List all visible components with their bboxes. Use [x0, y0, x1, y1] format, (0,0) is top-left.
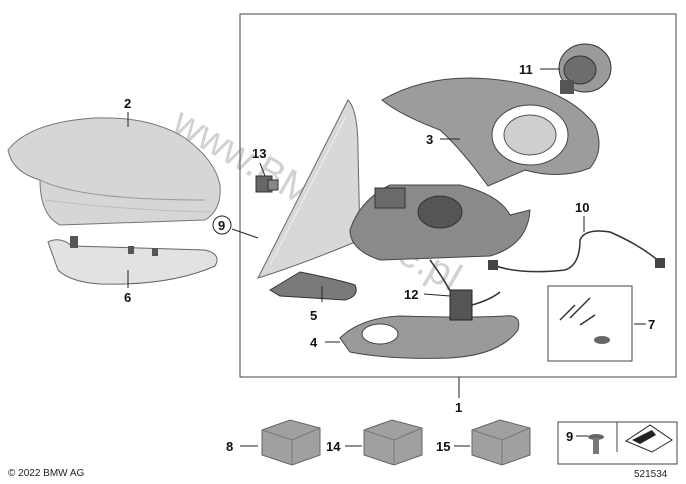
box-part-8	[261, 419, 321, 466]
callout-12: 12	[404, 287, 418, 302]
copyright-text: © 2022 BMW AG	[8, 468, 85, 479]
callout-4: 4	[310, 335, 318, 350]
box-part-14	[363, 419, 423, 466]
connector-part	[255, 175, 279, 193]
callout-9-hardware: 9	[566, 429, 573, 444]
callout-9: 9	[218, 218, 225, 233]
mirror-base-part	[349, 184, 531, 261]
screw-part	[588, 434, 604, 454]
motor-part	[558, 43, 612, 94]
callout-9-circle	[212, 215, 232, 235]
lower-trim-part	[339, 315, 520, 359]
bottom-cover-part	[269, 271, 357, 301]
callout-15: 15	[436, 439, 450, 454]
callout-14: 14	[326, 439, 341, 454]
turn-signal-part	[47, 236, 218, 285]
clips-part	[559, 297, 610, 344]
callout-10: 10	[575, 200, 589, 215]
callout-7: 7	[648, 317, 655, 332]
callout-8: 8	[226, 439, 233, 454]
assembly-frame	[239, 13, 677, 378]
callout-6: 6	[124, 290, 131, 305]
arrow-icon	[624, 424, 673, 453]
callout-3: 3	[426, 132, 433, 147]
mirror-cap-part	[7, 117, 221, 226]
wiring-harness-part	[429, 259, 501, 321]
small-parts-frame	[547, 285, 633, 362]
mirror-glass-part	[257, 99, 361, 279]
leader-lines	[127, 68, 646, 447]
diagram-number: 521534	[634, 469, 668, 480]
housing-frame-part	[381, 77, 600, 187]
box-part-15	[471, 419, 531, 466]
callout-13: 13	[252, 146, 266, 161]
callout-5: 5	[310, 308, 317, 323]
callout-2: 2	[124, 96, 131, 111]
callout-11: 11	[519, 62, 533, 77]
cable-part	[488, 230, 665, 273]
callout-1: 1	[455, 400, 462, 415]
